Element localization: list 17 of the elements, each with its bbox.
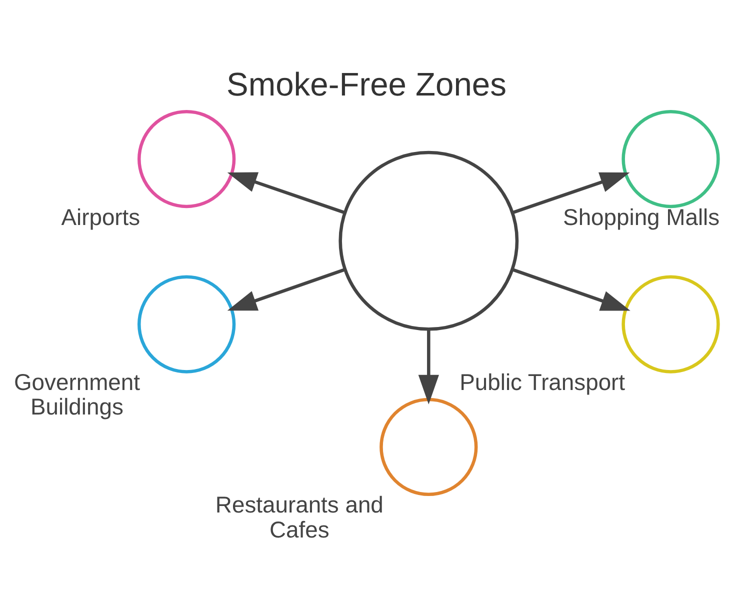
- node-circle: [138, 275, 236, 374]
- node-label: Public Transport: [460, 369, 626, 396]
- arrow: [418, 329, 439, 404]
- arrow: [512, 268, 630, 311]
- node-label: Restaurants and Cafes: [215, 492, 384, 542]
- node-circle: [338, 150, 519, 331]
- node-label: Shopping Malls: [563, 204, 720, 230]
- diagram-title: Smoke-Free Zones: [226, 65, 506, 102]
- node-circle: [138, 110, 236, 208]
- node-circle: [380, 398, 478, 496]
- node-label: Airports: [61, 204, 140, 230]
- arrow: [512, 172, 630, 214]
- arrow: [227, 268, 346, 311]
- node-circle: [622, 110, 720, 208]
- node-label: Government Buildings: [14, 369, 140, 420]
- arrow: [227, 172, 346, 214]
- node-circle: [622, 275, 720, 374]
